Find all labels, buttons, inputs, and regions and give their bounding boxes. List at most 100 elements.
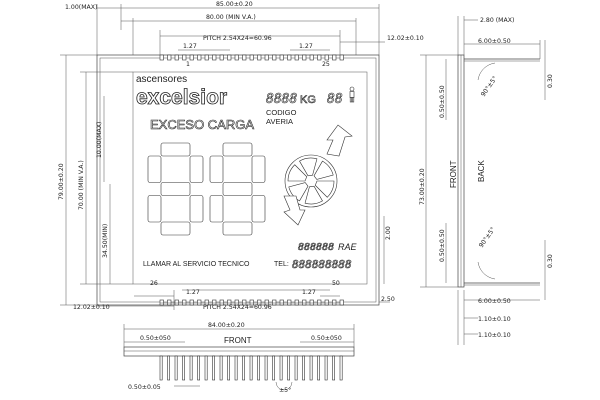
dim-pitch-bottom: PITCH 2.54X24=60.96 [203, 304, 272, 311]
bottom-pin [249, 299, 254, 306]
exceso-carga-text: EXCESO CARGA [150, 117, 254, 132]
wheel-segment [313, 160, 334, 180]
dim-side-1-10-b: 1.10±0.10 [478, 332, 511, 339]
top-pin [204, 54, 209, 61]
dim-2-00: 2.00 [385, 226, 392, 240]
dim-angle-bottom: 90°±5° [477, 226, 497, 250]
bottom-pin [174, 299, 179, 306]
bottom-pin [332, 299, 337, 306]
bottom-lead [287, 355, 291, 381]
pin-number-1: 1 [186, 61, 190, 68]
top-pin [264, 54, 269, 61]
top-pin-row [159, 54, 344, 61]
bottom-lead [257, 355, 261, 381]
top-pin [317, 54, 322, 61]
top-pin [249, 54, 254, 61]
digit-segment [222, 182, 253, 196]
bottom-pin [189, 299, 194, 306]
bottom-glass-outline [123, 346, 355, 357]
bottom-pin [324, 299, 329, 306]
digit-segment [147, 155, 162, 183]
codigo-label: CODIGO [266, 108, 297, 117]
dim-min-va-height: 70.00 (MIN V.A.) [78, 160, 85, 210]
dim-34-50-min: 34.50(MIN) [102, 224, 109, 258]
bottom-pin [234, 299, 239, 306]
bottom-view [123, 346, 355, 381]
bottom-lead [212, 355, 216, 381]
bottom-pin-row [159, 299, 344, 306]
top-pin [227, 54, 232, 61]
bottom-pin [302, 299, 307, 306]
bottom-lead [227, 355, 231, 381]
seven-segment-digit [147, 142, 204, 236]
bottom-lead [294, 355, 298, 381]
top-pin [302, 54, 307, 61]
back-side-label: BACK [477, 160, 486, 182]
pin-number-50: 50 [332, 280, 340, 287]
top-pin [219, 54, 224, 61]
digit-segment [160, 142, 191, 157]
front-side-label: FRONT [449, 160, 458, 188]
top-pin [242, 54, 247, 61]
dim-side-0-50-top: 0.50±0.50 [439, 85, 446, 118]
bottom-lead [197, 355, 201, 381]
bottom-lead [279, 355, 283, 381]
bottom-lead [167, 355, 171, 381]
top-pin [212, 54, 217, 61]
top-pin [279, 54, 284, 61]
bottom-lead [204, 355, 208, 381]
tel-digits: 888888888 [292, 258, 352, 271]
top-pin [159, 54, 164, 61]
dim-10-max: 10.00(MAX) [96, 122, 103, 158]
bottom-pin [257, 299, 262, 306]
dim-offset-bottom-left: 12.02±0.10 [73, 304, 110, 311]
angle-arc-bottom [477, 261, 496, 280]
indicator-wheel [284, 154, 338, 208]
dim-bottom-lead-width: 0.50±0.05 [128, 384, 161, 391]
dim-pin-127-top-right: 1.27 [299, 43, 313, 50]
rae-digits: 888888 [298, 242, 334, 253]
bottom-pin [212, 299, 217, 306]
bottom-lead [159, 355, 163, 381]
bottom-lead [324, 355, 328, 381]
wheel-segment [299, 157, 318, 177]
wheel-segment [287, 164, 308, 182]
tel-label: TEL: [274, 261, 289, 268]
top-pin [332, 54, 337, 61]
bottom-lead-row [159, 355, 343, 381]
top-pin [182, 54, 187, 61]
wheel-segment [304, 185, 323, 205]
dim-overall-height: 79.00±0.20 [58, 163, 65, 200]
dim-side-73-00: 73.00±0.20 [419, 168, 426, 205]
bottom-pin [264, 299, 269, 306]
bottom-pin [287, 299, 292, 306]
dim-2-50: 2.50 [381, 296, 395, 303]
llamar-text: LLAMAR AL SERVICIO TECNICO [143, 261, 250, 268]
bottom-pin [294, 299, 299, 306]
dim-side-0-30-top: 0.30 [547, 74, 554, 88]
digit-segment [222, 142, 253, 157]
digit-segment [160, 182, 191, 196]
bottom-lead [234, 355, 238, 381]
bottom-lead [242, 355, 246, 381]
bottom-lead [182, 355, 186, 381]
dim-side-1-10-a: 1.10±0.10 [478, 316, 511, 323]
bottom-pin [339, 299, 344, 306]
averia-label: AVERIA [266, 117, 293, 126]
bottom-pin [309, 299, 314, 306]
bottom-lead [174, 355, 178, 381]
top-pin [309, 54, 314, 61]
dim-bottom-84-00: 84.00±0.20 [208, 322, 245, 329]
digit-segment [189, 155, 204, 183]
bottom-pin [272, 299, 277, 306]
brand-top-text: ascensores [136, 74, 187, 85]
up-arrow-icon [326, 124, 353, 157]
front-dimensions [60, 4, 390, 310]
bottom-pin [219, 299, 224, 306]
bottom-lead [332, 355, 336, 381]
digit-segment [160, 221, 191, 236]
dim-pin-127-bottom-right: 1.27 [302, 289, 316, 296]
weight-unit: KG [300, 94, 316, 106]
bottom-pin [242, 299, 247, 306]
